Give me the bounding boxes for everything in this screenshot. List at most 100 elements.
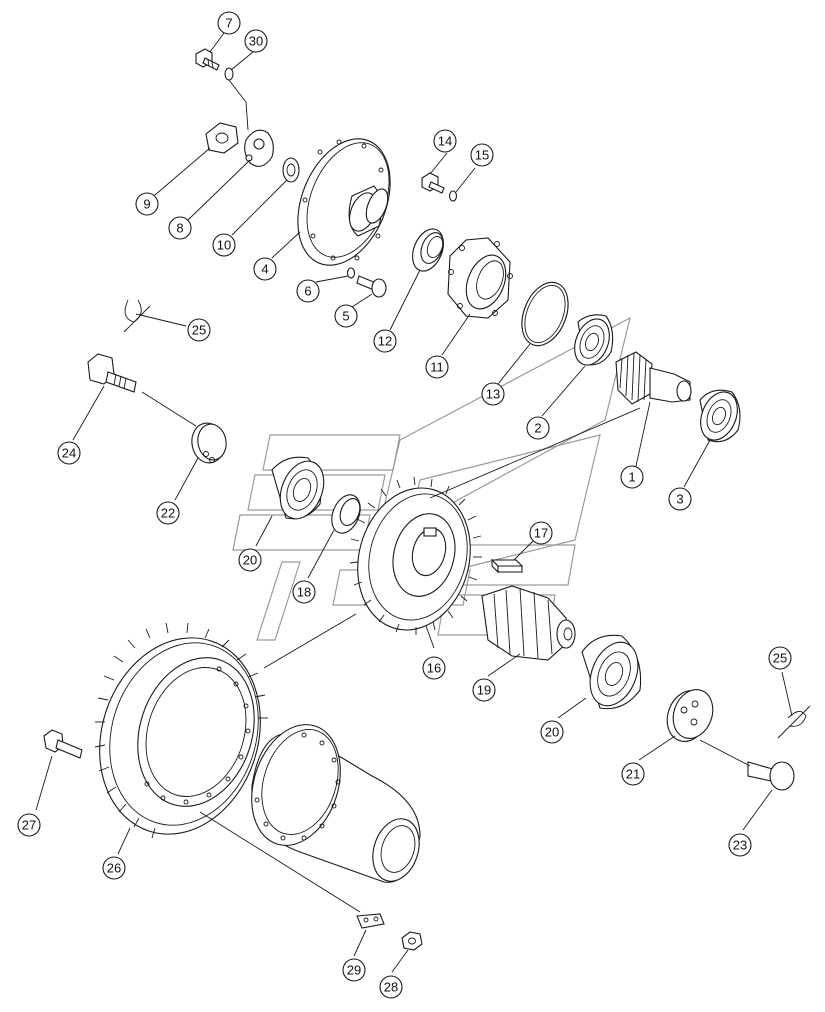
callout-27: 27 (17, 813, 41, 837)
callout-12: 12 (373, 329, 397, 353)
o-ring-part-13 (521, 281, 569, 347)
washer-part-10 (282, 157, 300, 183)
callout-label: 5 (342, 309, 349, 324)
callout-2: 2 (526, 416, 550, 440)
callout-1: 1 (620, 465, 644, 489)
ring-gear-bolt-holes (144, 666, 251, 805)
callout-label: 12 (378, 334, 392, 349)
retaining-pin-part-25-right (777, 705, 811, 739)
callout-label: 11 (430, 360, 444, 375)
bolt-part-23 (747, 761, 795, 791)
callout-label: 25 (192, 323, 206, 338)
callout-26: 26 (102, 856, 126, 880)
spur-gear-part-16 (349, 476, 482, 635)
callout-23: 23 (728, 833, 752, 857)
callout-15: 15 (470, 143, 494, 167)
bolt-part-5 (356, 275, 387, 298)
callout-label: 28 (384, 980, 398, 995)
callout-label: 25 (773, 651, 787, 666)
leader-lines (35, 32, 793, 973)
callout-18: 18 (292, 580, 316, 604)
bearing-part-3 (699, 389, 741, 443)
bearing-part-20-left (271, 456, 325, 520)
bolt-part-7 (195, 48, 220, 71)
bolt-part-14 (421, 172, 445, 194)
callout-label: 29 (347, 963, 361, 978)
callout-label: 7 (225, 16, 232, 31)
callout-label: 22 (161, 506, 175, 521)
callout-3: 3 (668, 487, 692, 511)
callout-label: 16 (427, 661, 441, 676)
callout-16: 16 (422, 656, 446, 680)
key-part-17 (490, 558, 524, 574)
nut-part-9 (205, 122, 239, 154)
cap-part-22 (191, 422, 227, 464)
lock-plate-part-29 (356, 913, 385, 929)
callout-label: 4 (261, 262, 268, 277)
callout-28: 28 (379, 975, 403, 999)
nut-part-28 (401, 931, 423, 951)
ring-gear-teeth (94, 622, 268, 839)
callout-label: 21 (626, 767, 640, 782)
callout-24: 24 (57, 441, 81, 465)
callout-label: 20 (545, 725, 559, 740)
callout-label: 9 (143, 197, 150, 212)
callout-17: 17 (529, 521, 553, 545)
washer-part-15 (448, 190, 458, 202)
callout-label: 2 (534, 421, 541, 436)
ring-gear-part-26 (94, 622, 268, 839)
callout-19: 19 (472, 678, 496, 702)
retaining-pin-part-25-left (123, 299, 151, 333)
callout-6: 6 (296, 279, 320, 303)
callout-8: 8 (168, 216, 192, 240)
callout-label: 20 (243, 553, 257, 568)
pinion-shaft-part-1 (615, 351, 692, 405)
bearing-part-20-right (581, 634, 642, 710)
bolt-part-24 (87, 353, 137, 393)
callout-25-left: 25 (187, 318, 211, 342)
callout-label: 6 (304, 284, 311, 299)
callout-label: 13 (486, 387, 500, 402)
callout-label: 18 (297, 585, 311, 600)
callout-14: 14 (433, 129, 457, 153)
cap-part-21 (666, 689, 714, 742)
bearing-housing-part-11 (447, 237, 513, 319)
callout-29: 29 (342, 958, 366, 982)
callout-22: 22 (156, 501, 180, 525)
callout-5: 5 (334, 304, 358, 328)
callout-label: 10 (217, 238, 231, 253)
callout-20-right: 20 (540, 720, 564, 744)
callout-13: 13 (481, 382, 505, 406)
callout-label: 14 (438, 134, 452, 149)
oil-seal-part-12 (412, 228, 444, 272)
callout-4: 4 (253, 257, 277, 281)
callout-11: 11 (425, 355, 449, 379)
callout-9: 9 (135, 192, 159, 216)
callout-label: 30 (249, 34, 263, 49)
bolt-part-27 (43, 729, 83, 759)
differential-case (251, 724, 421, 883)
callout-25-right: 25 (768, 646, 792, 670)
gear-teeth-16 (349, 476, 482, 635)
bearing-part-2 (574, 314, 614, 366)
callout-label: 1 (628, 470, 635, 485)
washer-part-6 (346, 267, 356, 279)
callout-label: 24 (62, 446, 76, 461)
pinion-gear-part-19 (481, 585, 576, 661)
callout-7: 7 (217, 11, 241, 35)
callout-label: 26 (107, 861, 121, 876)
oil-seal-part-18 (331, 494, 361, 534)
callout-label: 27 (22, 818, 36, 833)
plate-part-8 (244, 129, 274, 167)
callout-label: 19 (477, 683, 491, 698)
callout-21: 21 (621, 762, 645, 786)
callout-label: 8 (176, 221, 183, 236)
callout-20-left: 20 (238, 548, 262, 572)
callout-30: 30 (244, 29, 268, 53)
callout-label: 15 (475, 148, 489, 163)
callout-label: 17 (534, 526, 548, 541)
callout-label: 23 (733, 838, 747, 853)
callout-label: 3 (676, 492, 683, 507)
callout-10: 10 (212, 233, 236, 257)
